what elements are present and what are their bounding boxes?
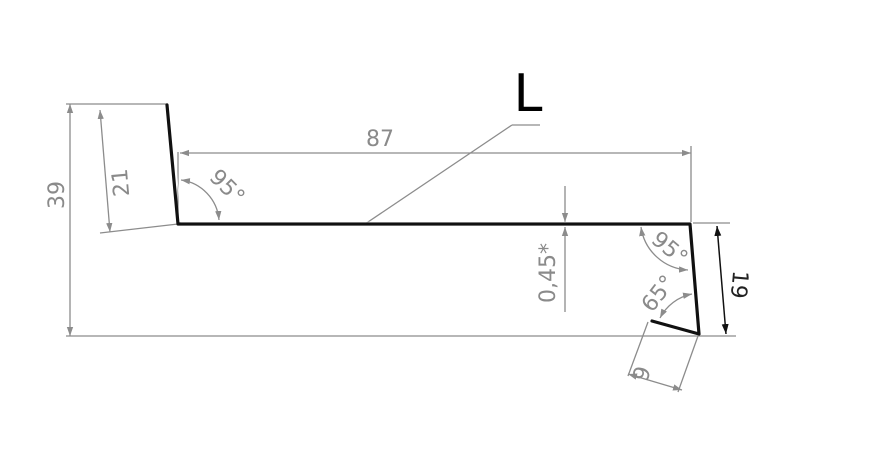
dimension-right-angle: 95° [639,226,692,273]
dimension-total-height-label: 39 [45,181,70,209]
dimension-width-label: 87 [366,127,394,152]
dimension-left-angle-label: 95° [204,165,249,210]
dimension-right-flange-label: 19 [725,270,752,300]
dimension-left-flange-label: 21 [108,168,135,198]
extension-lines [66,103,736,393]
dimension-right-flange: 19 [714,225,752,335]
dimension-hem-length-label: 9 [629,363,657,384]
sheet-profile [165,103,701,336]
dimension-total-height: 39 [45,104,74,336]
dimension-right-angle-label: 95° [646,227,692,271]
dimension-thickness: 0,45* [536,186,569,312]
profile-leader: L [364,64,543,225]
dimension-hem-angle: 65° [637,271,693,319]
dimension-hem-length: 9 [627,363,683,391]
dimension-width: 87 [180,127,691,157]
dimension-hem-angle-label: 65° [637,271,681,317]
dimension-thickness-label: 0,45* [536,243,561,303]
profile-label: L [514,64,543,124]
dimension-left-flange: 21 [97,109,135,233]
dimension-left-angle: 95° [180,165,249,221]
